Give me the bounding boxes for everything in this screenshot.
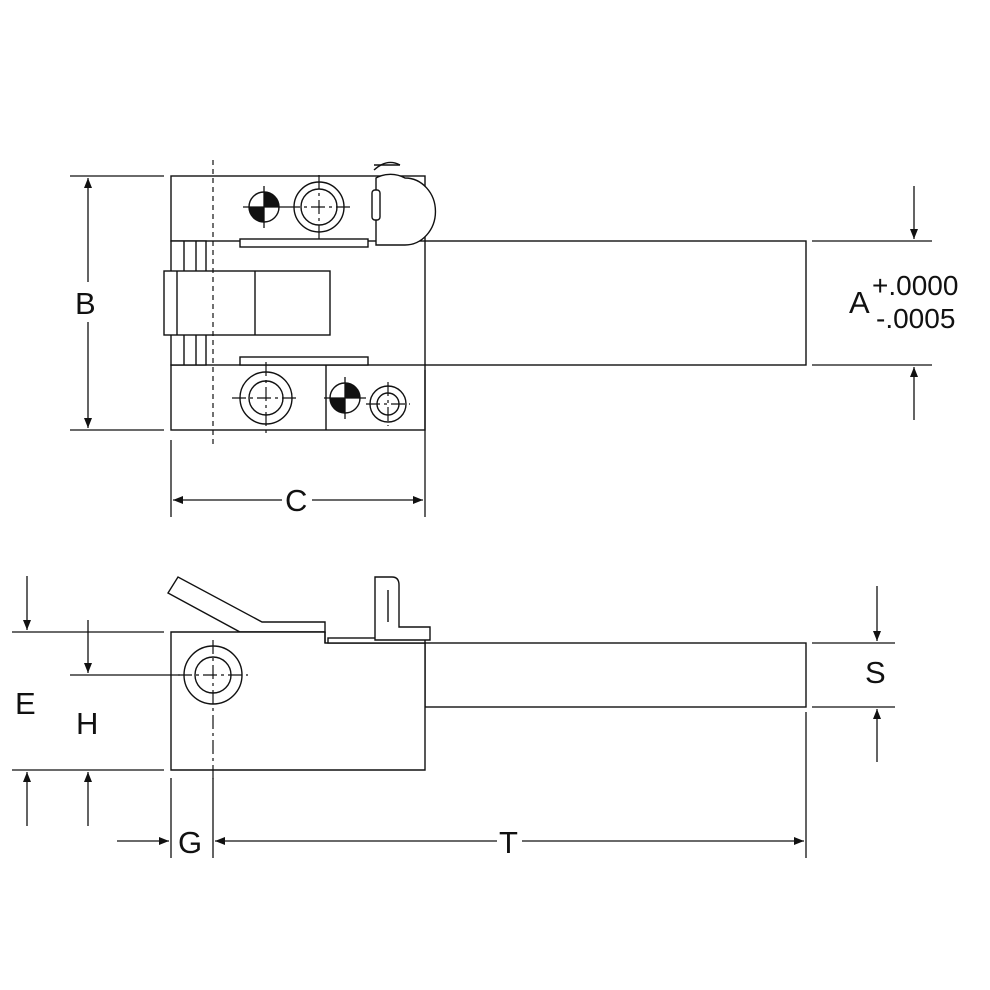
side-screw	[178, 640, 248, 780]
top-view: B C A +.0000 -.0005	[70, 160, 958, 518]
side-locking-pin	[374, 576, 431, 641]
dimension-label-a: A	[849, 285, 870, 320]
tolerance-plus: +.0000	[872, 270, 958, 301]
side-view: E H S G T	[12, 576, 895, 860]
top-knob	[375, 173, 437, 246]
centroid-symbol	[324, 377, 366, 419]
small-screw	[366, 382, 410, 426]
dimension-label-g: G	[178, 825, 202, 860]
upper-screw	[286, 175, 352, 240]
dimension-c	[170, 370, 426, 517]
side-shank	[424, 642, 807, 708]
dimension-label-c: C	[285, 483, 307, 518]
top-shank	[424, 240, 807, 366]
side-clamp-lever	[167, 576, 326, 633]
dimension-label-s: S	[865, 655, 886, 690]
dimension-label-b: B	[75, 286, 96, 321]
top-lower-pad	[239, 356, 369, 366]
dimension-a	[812, 186, 932, 420]
top-insert-blade	[163, 270, 331, 336]
dimension-s	[812, 586, 895, 762]
dimension-t	[215, 712, 807, 858]
dimension-label-h: H	[76, 706, 98, 741]
dimension-g	[117, 778, 214, 858]
centroid-symbol	[243, 186, 286, 228]
dimension-label-t: T	[499, 825, 518, 860]
top-upper-pad	[239, 238, 369, 248]
dimension-label-e: E	[15, 686, 36, 721]
tolerance-minus: -.0005	[876, 303, 955, 334]
lower-screw	[232, 362, 300, 434]
dimension-b	[70, 175, 164, 431]
